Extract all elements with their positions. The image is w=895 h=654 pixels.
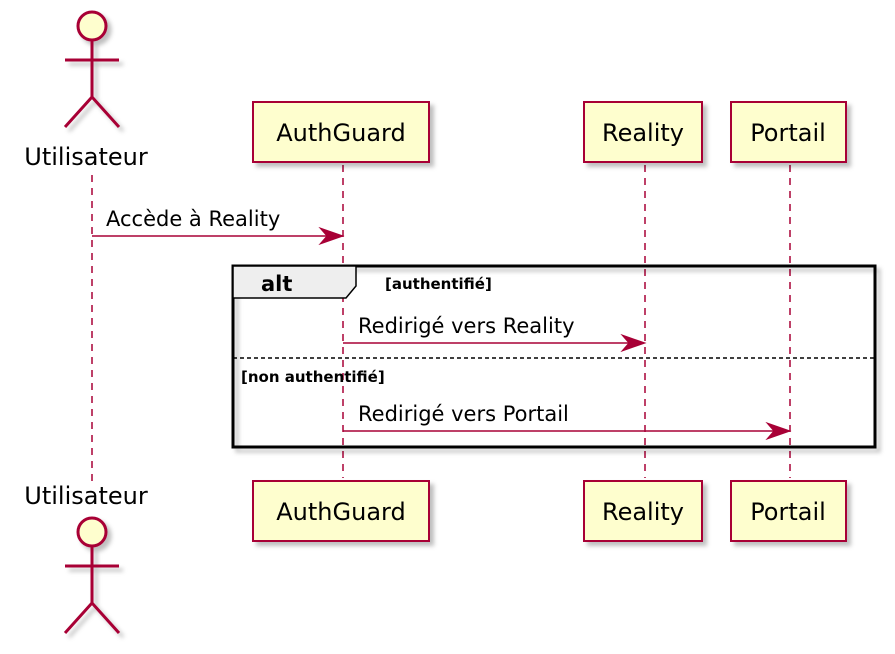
actor-label: Utilisateur	[24, 143, 148, 171]
participant-label: Portail	[750, 498, 826, 526]
fragment-keyword: alt	[261, 272, 292, 296]
message-to-reality: Redirigé vers Reality	[343, 314, 647, 353]
actor-utilisateur-top: Utilisateur	[24, 10, 148, 171]
participant-label: AuthGuard	[276, 498, 405, 526]
stick-figure-icon	[63, 516, 121, 635]
guard-not-authenticated: [non authentifié]	[241, 368, 385, 386]
actor-label: Utilisateur	[24, 482, 148, 510]
participant-label: Reality	[602, 119, 684, 147]
message-label: Redirigé vers Reality	[358, 314, 575, 338]
message-label: Accède à Reality	[106, 207, 280, 231]
message-to-portail: Redirigé vers Portail	[343, 402, 792, 441]
participant-portail-top: Portail	[730, 101, 847, 163]
participant-authguard-bottom: AuthGuard	[252, 480, 430, 542]
fragment-frame	[231, 264, 877, 449]
actor-utilisateur-bottom: Utilisateur	[24, 482, 148, 635]
fragment-header-tab	[232, 265, 357, 299]
alt-fragment: alt [authentifié] [non authentifié]	[231, 264, 877, 449]
filled-arrowhead-icon	[318, 226, 345, 246]
filled-arrowhead-icon	[765, 421, 792, 441]
message-access: Accède à Reality	[92, 207, 345, 246]
participant-reality-bottom: Reality	[583, 480, 703, 542]
message-label: Redirigé vers Portail	[358, 402, 569, 426]
participant-label: Reality	[602, 498, 684, 526]
participant-portail-bottom: Portail	[730, 480, 847, 542]
guard-authenticated: [authentifié]	[385, 275, 492, 293]
participant-reality-top: Reality	[583, 101, 703, 163]
participant-label: Portail	[750, 119, 826, 147]
participant-label: AuthGuard	[276, 119, 405, 147]
filled-arrowhead-icon	[620, 333, 647, 353]
stick-figure-icon	[63, 10, 121, 129]
participant-authguard-top: AuthGuard	[252, 101, 430, 163]
